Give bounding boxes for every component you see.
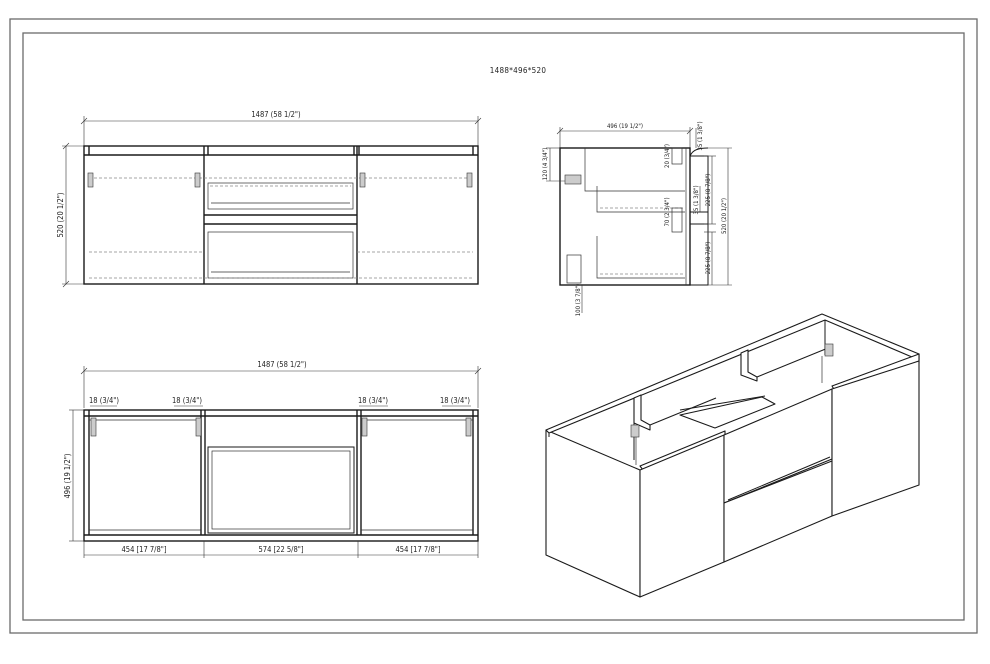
side-total-height-label: 520 (20 1/2")	[721, 198, 728, 234]
outer-frame	[9, 18, 978, 634]
section-width-label: 454 [17 7/8"]	[396, 545, 441, 554]
side-mid-offset-label: 70 (2 3/4")	[664, 197, 671, 226]
panel-thickness-label: 18 (3/4")	[440, 396, 470, 405]
isometric-view	[545, 313, 920, 598]
side-depth-label: 496 (19 1/2")	[607, 123, 643, 130]
hinge-icon	[87, 172, 94, 188]
side-top-gap-label: 35 (1 3/8")	[697, 121, 704, 150]
side-hinge-offset-label: 120 (4 3/4")	[542, 148, 549, 181]
hinge-icon	[564, 174, 582, 185]
front-width-label: 1487 (58 1/2")	[251, 110, 301, 119]
plan-view: 1487 (58 1/2") 18 (3/4") 18 (3/4") 18 (3…	[63, 360, 482, 558]
hinge-icon	[630, 424, 640, 438]
side-upper-drawer-label: 225 (8 7/8")	[705, 174, 712, 207]
plan-depth-label: 496 (19 1/2")	[63, 453, 72, 498]
hinge-icon	[824, 343, 834, 357]
plan-width-label: 1487 (58 1/2")	[257, 360, 307, 369]
side-foot-label: 100 (3 7/8")	[575, 284, 582, 317]
section-width-label: 454 [17 7/8"]	[122, 545, 167, 554]
front-view: 1487 (58 1/2") 520 (20 1/2")	[56, 110, 482, 288]
inner-frame	[22, 32, 965, 621]
side-view: 496 (19 1/2") 120 (4 3/4") 100 (3 7/8") …	[542, 121, 732, 316]
panel-thickness-label: 18 (3/4")	[89, 396, 119, 405]
hinge-icon	[359, 172, 366, 188]
side-drawer-gap-label: 35 (1 3/8")	[693, 185, 700, 214]
panel-thickness-label: 18 (3/4")	[172, 396, 202, 405]
hinge-icon	[465, 417, 472, 437]
overall-dimensions-title: 1488*496*520	[490, 66, 547, 75]
hinge-icon	[194, 172, 201, 188]
hinge-icon	[195, 417, 202, 437]
panel-thickness-label: 18 (3/4")	[358, 396, 388, 405]
front-height-label: 520 (20 1/2")	[56, 192, 65, 237]
hinge-icon	[361, 417, 368, 437]
hinge-icon	[90, 417, 97, 437]
side-lower-drawer-label: 225 (8 7/8")	[705, 242, 712, 275]
section-width-label: 574 [22 5/8"]	[259, 545, 304, 554]
hinge-icon	[466, 172, 473, 188]
side-upper-offset-label: 20 (3/4")	[664, 144, 671, 168]
